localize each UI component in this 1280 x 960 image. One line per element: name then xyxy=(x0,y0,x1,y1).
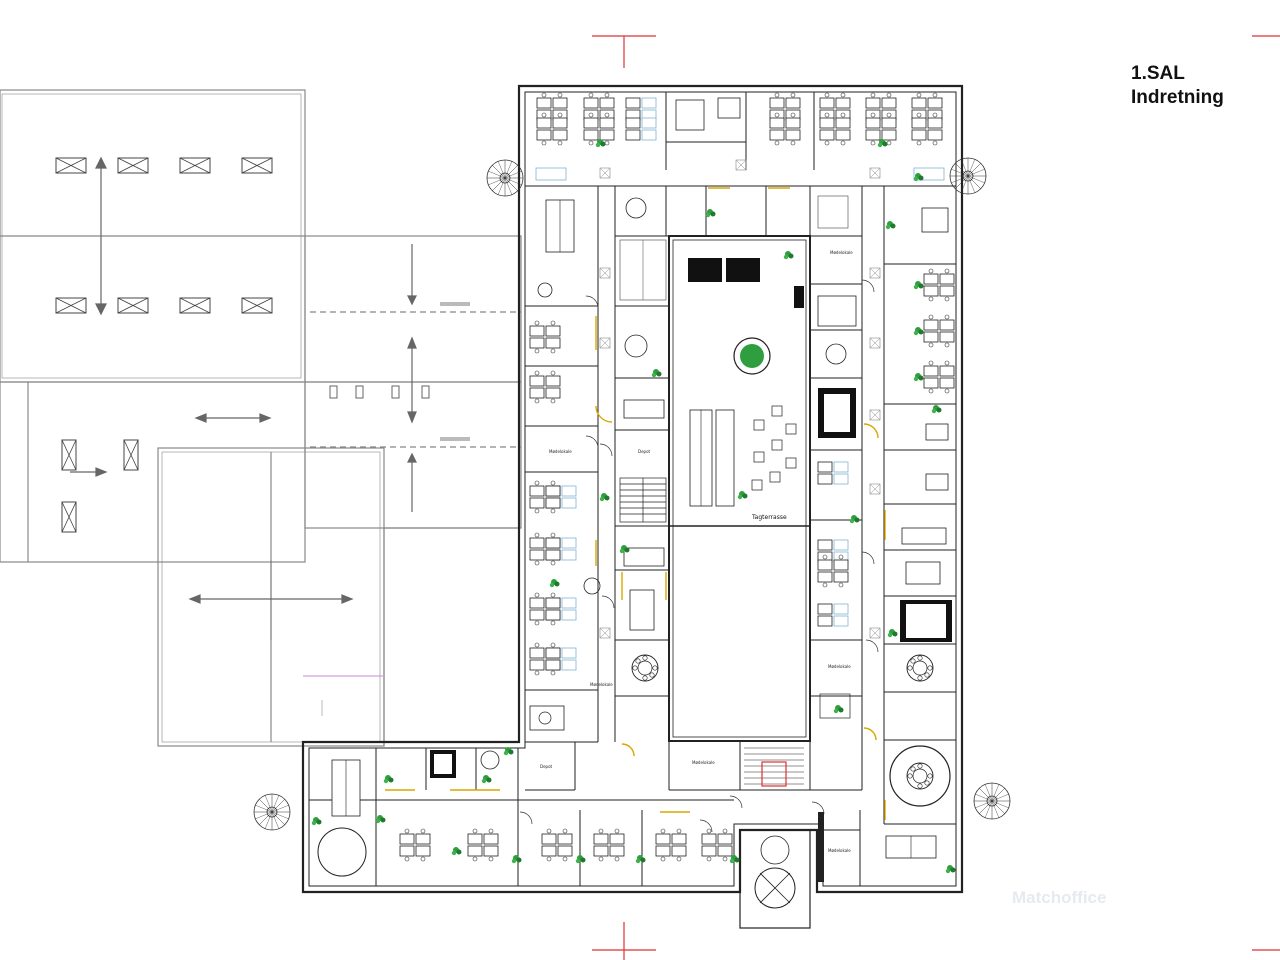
skylights xyxy=(55,157,470,716)
crosshair-marks xyxy=(592,35,1280,960)
building-walls xyxy=(301,84,964,929)
plants xyxy=(311,139,956,874)
room-label-west-mid: Depot xyxy=(638,449,651,454)
roof-terrace-label: Tagterrasse xyxy=(751,514,787,521)
watermark: Matchoffice xyxy=(1012,888,1107,907)
room-label-south-east: Mødelokale xyxy=(828,848,851,853)
adjacent-building xyxy=(0,89,522,747)
west-workstations xyxy=(529,199,601,731)
atrium-furniture: Tagterrasse xyxy=(688,258,804,521)
room-labels: Mødelokale Mødelokale Depot Mødelokale M… xyxy=(540,250,853,853)
east-rooms xyxy=(885,207,955,859)
south-wing xyxy=(317,747,824,909)
direction-arrows xyxy=(70,156,417,640)
inner-east-rooms xyxy=(817,195,857,719)
room-label-west-low: Mødelokale xyxy=(590,682,613,687)
spiral-stairs xyxy=(253,157,1011,831)
room-label-west-top: Mødelokale xyxy=(549,449,572,454)
floor-subtitle: Indretning xyxy=(1131,87,1224,108)
room-label-south-1: Depot xyxy=(540,764,553,769)
room-label-east-top: Mødelokale xyxy=(830,250,853,255)
floor-label: 1.SAL xyxy=(1131,63,1185,84)
top-workstations xyxy=(535,92,945,181)
door-markers xyxy=(385,187,886,820)
floor-title: 1.SAL Indretning xyxy=(1131,62,1224,110)
inner-west-rooms xyxy=(619,197,667,682)
room-label-east-mid: Mødelokale xyxy=(828,664,851,669)
room-label-south-2: Mødelokale xyxy=(692,760,715,765)
